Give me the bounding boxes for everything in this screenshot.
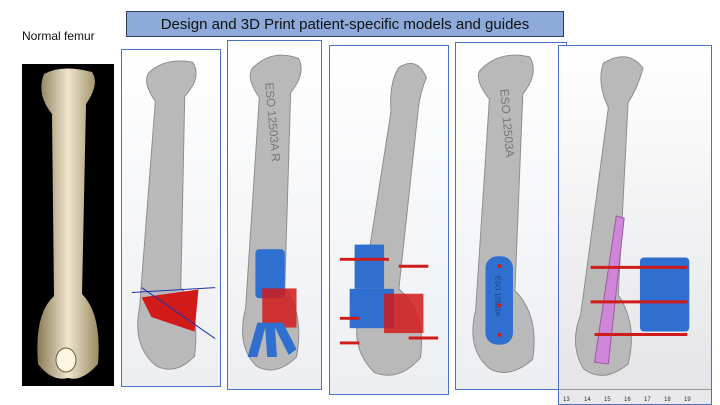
model-panel-cutting-guide: ESO 12503A R [227, 40, 322, 390]
bone-plate [593, 215, 625, 365]
wedge-resection [141, 289, 199, 332]
ruler-tick: 17 [644, 397, 651, 403]
slide-title: Design and 3D Print patient-specific mod… [126, 11, 564, 37]
svg-text:ESO 12503A: ESO 12503A [493, 276, 500, 316]
drill-guide [485, 256, 513, 345]
ruler-tick: 16 [624, 397, 631, 403]
ruler-tick: 18 [664, 397, 671, 403]
engraving-text: ESO 12503A [497, 88, 516, 158]
ruler-tick: 19 [684, 397, 691, 403]
normal-femur-label: Normal femur [22, 29, 95, 43]
normal-femur-photo [22, 64, 114, 386]
ruler: 13 14 15 16 17 18 19 [559, 389, 711, 404]
ruler-tick: 14 [584, 397, 591, 403]
model-panel-plate: 13 14 15 16 17 18 19 [558, 45, 712, 405]
ruler-tick: 15 [604, 397, 611, 403]
ruler-tick: 13 [563, 397, 570, 403]
model-panel-drill-guide: ESO 12503A ESO 12503A [455, 42, 567, 390]
model-panel-wedge-osteotomy [121, 49, 221, 387]
model-panel-positioning-guide [329, 45, 449, 395]
